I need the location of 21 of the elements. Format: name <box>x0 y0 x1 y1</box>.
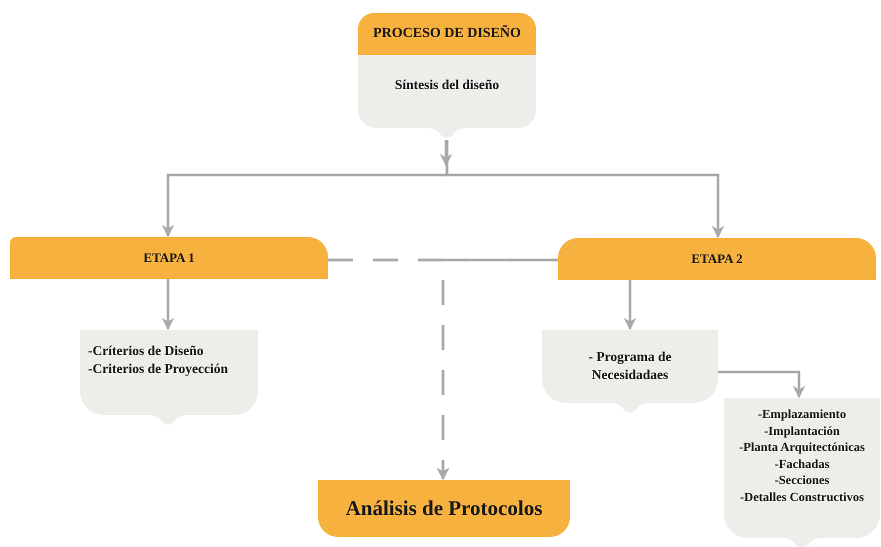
list-item: -Fachadas <box>774 456 830 472</box>
stage-banner <box>558 238 876 280</box>
arrow <box>162 279 174 330</box>
stage-label: ETAPA 2 <box>691 251 743 267</box>
list-item: -Detalles Constructivos <box>740 488 864 505</box>
arrow <box>624 280 636 330</box>
list-item: -Emplazamiento <box>758 406 846 422</box>
list-item: -Planta Arquitectónicas <box>739 439 865 456</box>
card-text: Síntesis del diseño <box>394 77 500 94</box>
list-item: -Críterios de Diseño <box>88 342 204 360</box>
stage-banner <box>10 237 328 279</box>
list-item: -Secciones <box>774 472 830 488</box>
list-item: -Criterios de Proyección <box>88 360 228 378</box>
arrow <box>718 370 806 398</box>
list-item: - Programa de Necesidadaes <box>588 348 672 384</box>
list-item: -Implantación <box>764 422 840 439</box>
result-banner <box>318 480 570 537</box>
card-heading: PROCESO DE DISEÑO <box>373 26 521 42</box>
result-label: Análisis de Protocolos <box>346 496 542 521</box>
stage-label: ETAPA 1 <box>143 250 195 266</box>
arrow <box>446 140 724 238</box>
